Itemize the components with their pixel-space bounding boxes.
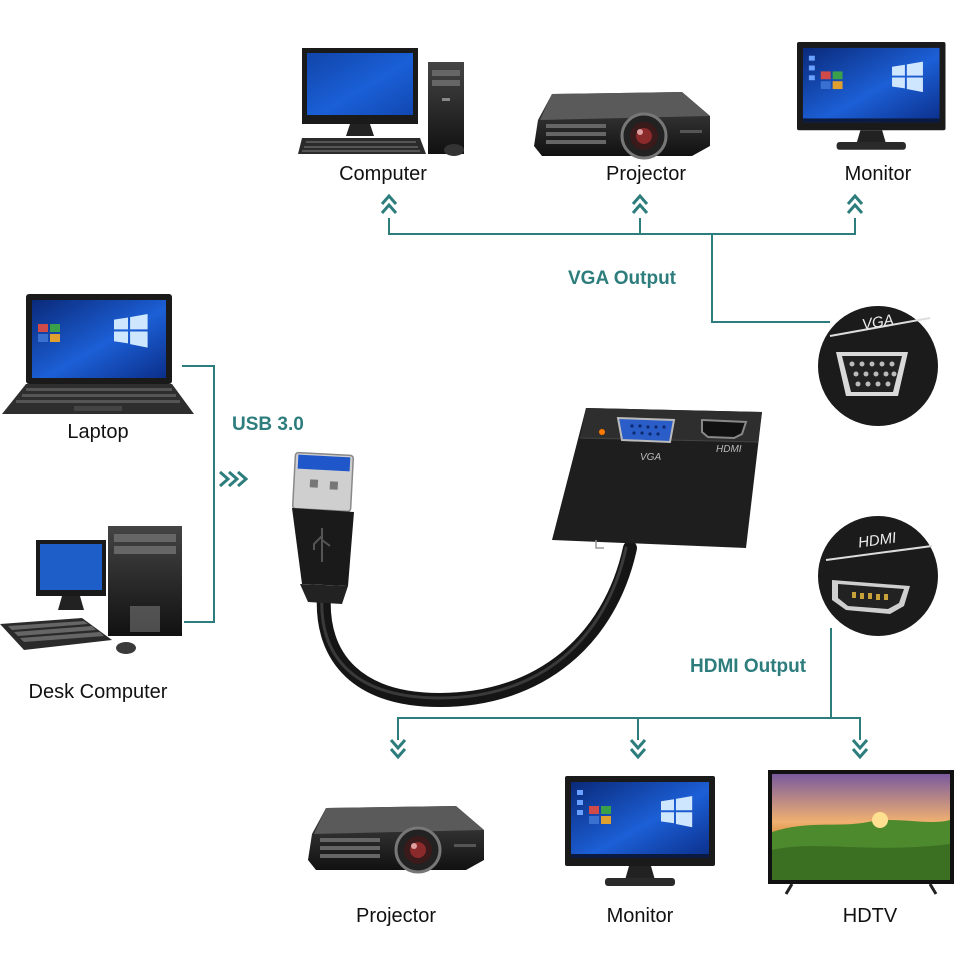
- hdmi-output-label: HDMI Output: [690, 656, 807, 677]
- adapter-vga-label: VGA: [640, 452, 662, 463]
- right-arrow-icon: [219, 470, 249, 488]
- top-device-label-monitor: Monitor: [844, 163, 912, 185]
- vga-output-label: VGA Output: [568, 268, 676, 289]
- hdtv-icon: [768, 770, 954, 895]
- adapter-box: [552, 408, 762, 549]
- top-device-label-projector: Projector: [605, 163, 687, 185]
- usb-connection-label: USB 3.0: [232, 414, 304, 435]
- up-arrow-icon: [631, 193, 649, 214]
- hdmi-port-badge: [818, 516, 938, 636]
- hdmi-port-icon: [832, 580, 910, 614]
- source-label-desk-computer: Desk Computer: [28, 681, 168, 703]
- top-monitor-icon: [797, 42, 946, 150]
- desk-computer-icon: [0, 526, 182, 654]
- up-arrow-icon: [846, 193, 864, 214]
- vga-output-connector: [388, 218, 856, 323]
- down-arrow-icon: [851, 739, 869, 760]
- bottom-projector-icon: [306, 804, 486, 874]
- bottom-device-label-projector: Projector: [355, 905, 437, 927]
- bottom-device-label-hdtv: HDTV: [842, 905, 898, 927]
- source-label-laptop: Laptop: [67, 421, 129, 443]
- down-arrow-icon: [389, 739, 407, 760]
- down-arrow-icon: [629, 739, 647, 760]
- top-projector-icon: [532, 90, 712, 160]
- adapter-hdmi-label: HDMI: [716, 444, 742, 455]
- adapter-vga-port-icon: [616, 416, 676, 444]
- bottom-monitor-icon: [565, 776, 715, 886]
- vga-port-icon: [836, 352, 908, 396]
- top-computer-icon: [298, 48, 464, 156]
- vga-port-badge: [818, 306, 938, 426]
- bottom-device-label-monitor: Monitor: [606, 905, 674, 927]
- usb-plug-icon: [291, 451, 355, 604]
- adapter-hdmi-port-icon: [701, 418, 748, 440]
- laptop-icon: [2, 294, 194, 414]
- usb-cable: [316, 541, 637, 708]
- top-device-label-computer: Computer: [339, 163, 427, 185]
- hdmi-output-connector: [397, 628, 861, 740]
- usb-input-connector: [182, 365, 215, 623]
- up-arrow-icon: [380, 193, 398, 214]
